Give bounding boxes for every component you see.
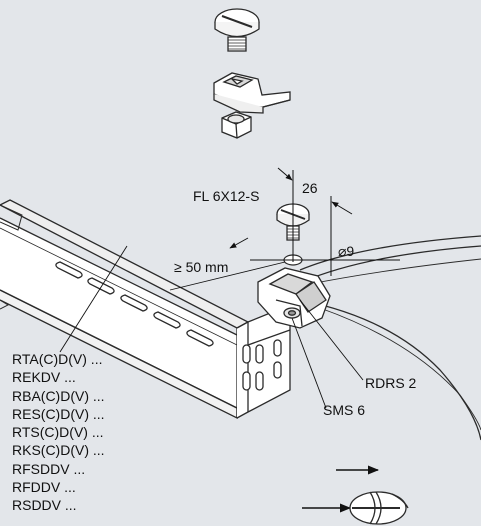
direction-arrows [302,465,380,513]
product-list: RTA(C)D(V) ... REKDV ... RBA(C)D(V) ... … [12,350,105,515]
tray-slots [55,261,214,347]
label-screw: FL 6X12-S [193,188,260,204]
label-width-dimension: 26 [302,180,318,196]
dimension-lines [169,167,400,291]
product-item: RTA(C)D(V) ... [12,351,103,367]
exploded-nut [221,111,252,139]
product-item: RTS(C)D(V) ... [12,424,104,441]
exploded-clamp [213,72,291,114]
mounted-clamp [257,267,331,329]
screw-head-detail [349,491,409,525]
product-item: RES(C)D(V) ... [12,405,105,422]
product-item: RSDDV ... [12,497,77,514]
label-nut-screw: SMS 6 [323,402,366,418]
label-diameter-dimension: ⌀9 [338,243,355,259]
product-item: RKS(C)D(V) ... [12,442,105,459]
product-item: RBA(C)D(V) ... [12,387,105,404]
product-item: RFDDV ... [12,479,76,496]
label-bend: RDRS 2 [365,375,417,391]
product-item: REKDV ... [12,369,76,386]
product-item: RFSDDV ... [12,460,86,477]
label-min-distance: ≥ 50 mm [174,259,229,275]
cable-tray [0,199,291,420]
leader-lines [59,245,364,409]
exploded-screw [214,8,260,52]
